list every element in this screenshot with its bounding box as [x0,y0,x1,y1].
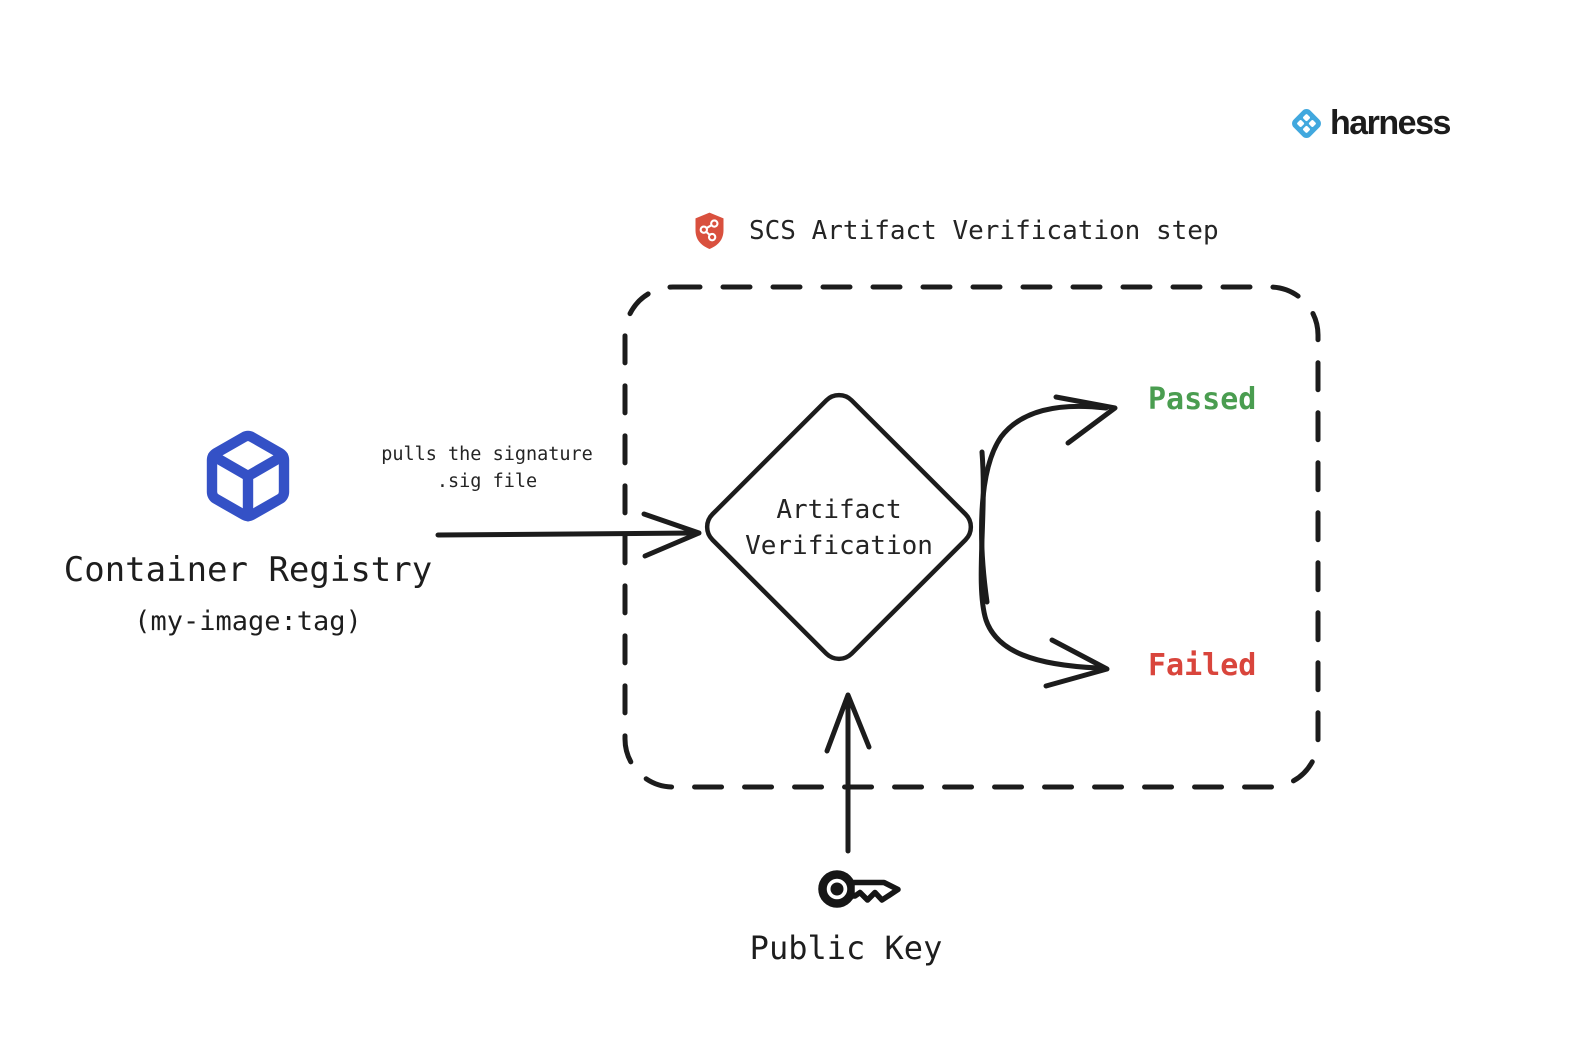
container-registry-image-tag: (my-image:tag) [134,606,362,637]
container-registry-title: Container Registry [63,550,433,590]
harness-wordmark: harness [1330,104,1451,142]
shield-network-icon [695,212,724,249]
pull-signature-arrow [435,511,702,559]
passed-result-label: Passed [1148,382,1257,417]
failed-arrow [978,449,1110,689]
pull-signature-label-line1: pulls the signature [381,444,593,465]
harness-logo-icon [1292,108,1321,138]
artifact-verification-label-line1: Artifact [776,495,902,525]
pull-signature-edge-label: pulls the signature .sig file [376,441,598,495]
container-cube-icon [206,430,290,522]
passed-arrow [979,394,1118,605]
artifact-verification-label-line2: Verification [745,531,933,561]
container-registry-node: Container Registry (my-image:tag) [36,428,460,637]
artifact-verification-label: Artifact Verification [719,492,959,564]
failed-result-label: Failed [1148,648,1257,683]
pull-signature-label-line2: .sig file [436,471,538,492]
step-title-row: SCS Artifact Verification step [692,210,1219,252]
public-key-label: Public Key [749,929,943,967]
artifact-verification-diamond-shape [704,392,974,662]
public-key-icon [818,870,901,908]
harness-logo: harness [1288,104,1451,142]
step-title: SCS Artifact Verification step [749,216,1219,246]
public-key-arrow [824,692,872,854]
step-boundary-dashed-box [622,284,1321,790]
